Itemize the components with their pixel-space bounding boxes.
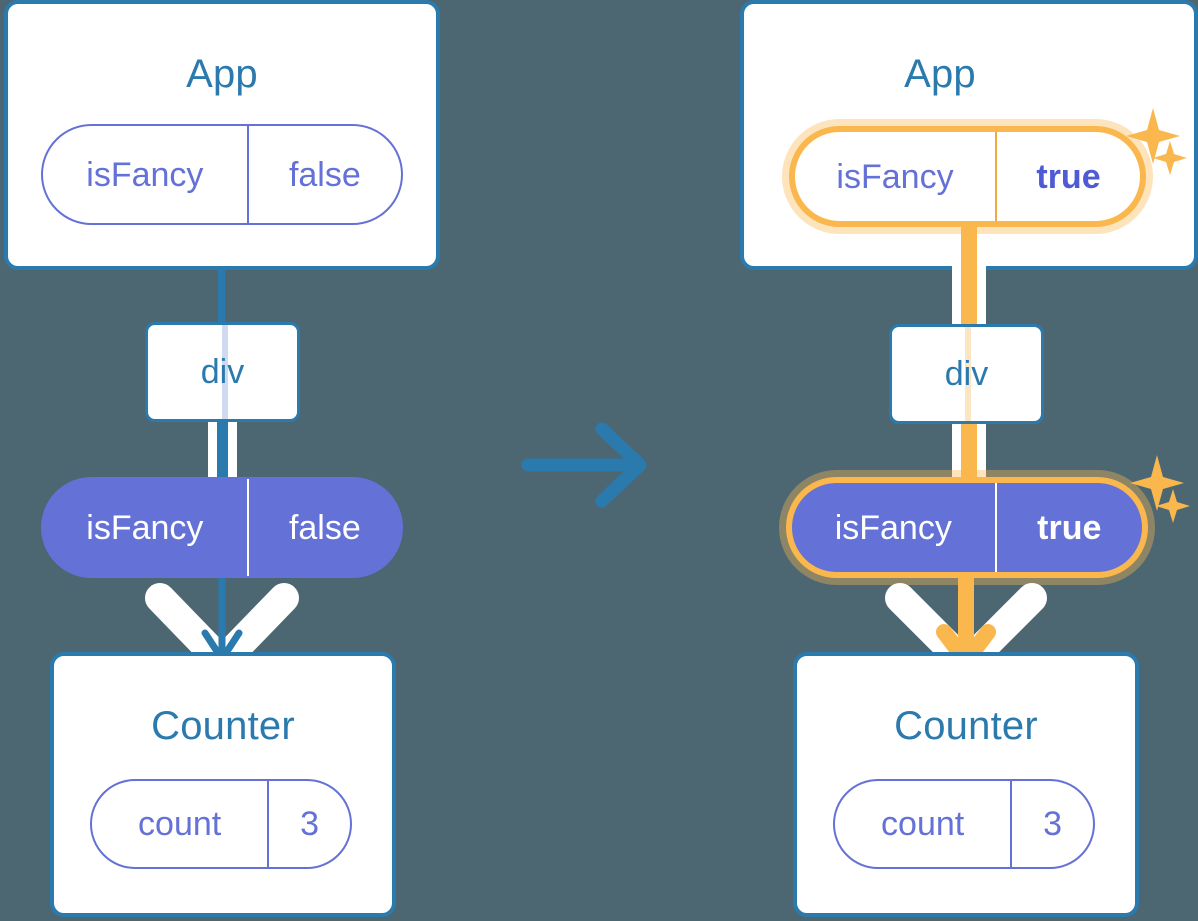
left-prop-pill[interactable]: isFancy false	[41, 477, 403, 578]
left-counter-state-pill[interactable]: count 3	[90, 779, 352, 869]
left-app-state-pill[interactable]: isFancy false	[41, 124, 403, 225]
right-connector-div-to-prop	[961, 424, 977, 490]
right-app-state-key: isFancy	[836, 157, 954, 196]
left-app-title: App	[186, 52, 258, 96]
left-div-inner-line	[222, 325, 228, 419]
right-prop-pill[interactable]: isFancy true	[786, 477, 1148, 578]
left-prop-key: isFancy	[86, 508, 204, 547]
right-counter-state-pill[interactable]: count 3	[833, 779, 1095, 869]
right-connector-app-to-div-gap-right	[976, 222, 986, 324]
right-div-node: div	[889, 324, 1044, 424]
left-counter-title: Counter	[151, 704, 295, 748]
right-prop-key: isFancy	[834, 508, 952, 547]
right-counter-state-key: count	[881, 805, 965, 843]
left-counter-state-value: 3	[267, 781, 350, 867]
left-app-state-value: false	[246, 126, 401, 223]
sparkle-small-icon	[1156, 489, 1190, 523]
right-counter-title: Counter	[894, 704, 1038, 748]
right-connector-app-to-div	[961, 210, 977, 324]
left-connector-app-to-div	[218, 268, 225, 323]
left-div-node: div	[145, 322, 300, 422]
right-connector-div-to-prop-gap-left	[952, 424, 962, 490]
left-connector-div-to-prop-gap-left	[208, 422, 217, 488]
right-connector-app-to-div-gap-left	[952, 222, 962, 324]
right-app-state-pill[interactable]: isFancy true	[789, 126, 1146, 227]
transition-arrow-icon	[521, 422, 647, 508]
right-counter-state-value: 3	[1010, 781, 1093, 867]
right-div-label: div	[944, 355, 989, 393]
left-app-state-key: isFancy	[86, 155, 204, 194]
left-connector-div-to-prop	[217, 422, 228, 488]
left-prop-value: false	[246, 479, 401, 576]
right-app-title: App	[904, 52, 976, 96]
left-connector-div-to-prop-gap-right	[228, 422, 237, 488]
right-div-inner-line	[965, 327, 971, 421]
left-div-label: div	[200, 353, 245, 391]
left-counter-state-key: count	[138, 805, 222, 843]
right-counter-card: Counter	[793, 652, 1139, 917]
right-connector-div-to-prop-gap-right	[976, 424, 986, 490]
right-app-state-value: true	[995, 132, 1140, 221]
right-prop-value: true	[994, 483, 1142, 572]
